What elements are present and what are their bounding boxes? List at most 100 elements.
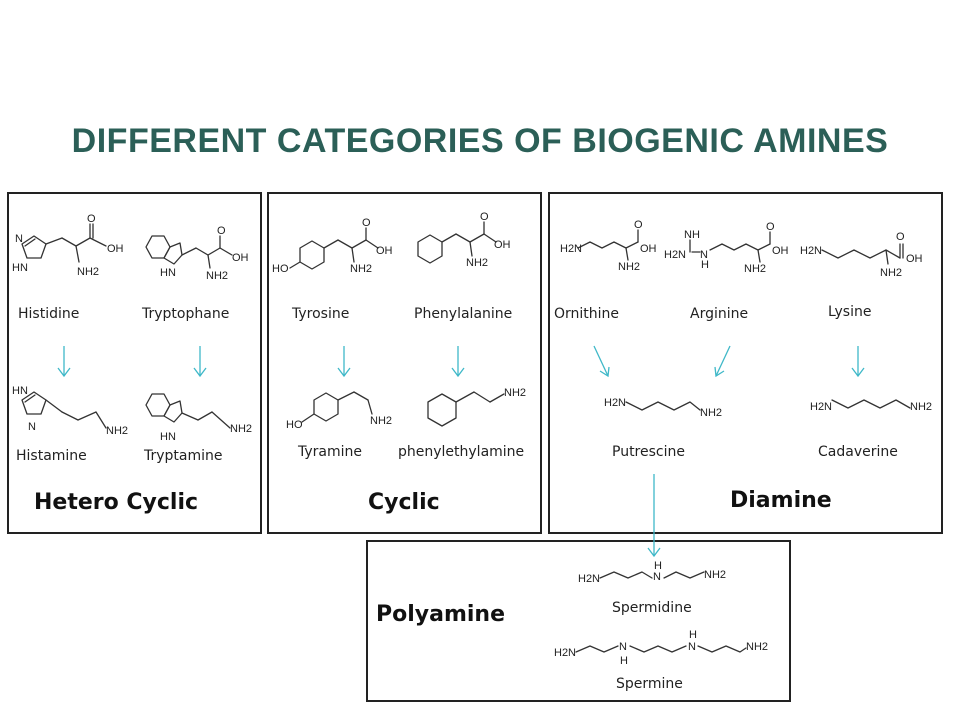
atom-label: HN [12, 262, 28, 274]
lysine-structure: H2N O OH NH2 [800, 231, 923, 279]
label-tyrosine: Tyrosine [292, 306, 350, 322]
category-polyamine: Polyamine [376, 602, 506, 627]
atom-label: NH2 [466, 257, 488, 269]
arrow-tyrosine-to-tyramine [337, 346, 351, 378]
tryptamine-structure: HN NH2 [145, 393, 252, 443]
arrow-arginine-to-putrescine [714, 345, 731, 378]
label-tryptophane: Tryptophane [142, 306, 230, 322]
atom-label: HO [272, 263, 289, 275]
arrow-lysine-to-cadaverine [851, 346, 865, 378]
atom-label: H [654, 560, 662, 572]
arginine-structure: NH H2N N H O OH NH2 [664, 221, 789, 275]
label-putrescine: Putrescine [612, 444, 685, 460]
putrescine-structure: H2N NH2 [604, 397, 722, 419]
atom-label: N [28, 421, 36, 433]
atom-label: H2N [560, 243, 582, 255]
atom-label: OH [772, 245, 789, 257]
atom-label: H [620, 655, 628, 667]
atom-label: O [480, 211, 489, 223]
atom-label: H [701, 259, 709, 271]
atom-label: HO [286, 419, 303, 431]
arrow-tryptophane-to-tryptamine [193, 346, 207, 378]
atom-label: HN [160, 267, 176, 279]
atom-label: O [217, 225, 226, 237]
atom-label: NH2 [350, 263, 372, 275]
page-title: DIFFERENT CATEGORIES OF BIOGENIC AMINES [71, 122, 889, 160]
atom-label: OH [494, 239, 511, 251]
category-diamine: Diamine [730, 488, 832, 513]
category-hetero-cyclic: Hetero Cyclic [34, 490, 199, 515]
phenylalanine-structure: O OH NH2 [417, 211, 511, 269]
label-histamine: Histamine [16, 448, 87, 464]
atom-label: NH2 [230, 423, 252, 435]
label-phenylethylamine: phenylethylamine [398, 444, 525, 460]
histidine-structure: O OH NH2 N HN [12, 213, 124, 278]
atom-label: H2N [604, 397, 626, 409]
spermine-structure: H2N N H N H NH2 [554, 629, 768, 667]
atom-label: NH2 [700, 407, 722, 419]
arrow-ornithine-to-putrescine [593, 345, 610, 378]
atom-label: OH [640, 243, 657, 255]
atom-label: NH2 [106, 425, 128, 437]
arrow-histidine-to-histamine [57, 346, 71, 378]
label-lysine: Lysine [828, 304, 872, 320]
atom-label: N [688, 641, 696, 653]
atom-label: H2N [810, 401, 832, 413]
arrow-putrescine-to-spermidine [647, 474, 661, 558]
atom-label: O [896, 231, 905, 243]
atom-label: N [653, 571, 661, 583]
atom-label: OH [107, 243, 124, 255]
atom-label: H2N [664, 249, 686, 261]
tryptophane-structure: O OH NH2 HN [145, 225, 249, 282]
atom-label: H [689, 629, 697, 641]
atom-label: H2N [554, 647, 576, 659]
atom-label: OH [906, 253, 923, 265]
label-spermidine: Spermidine [612, 600, 692, 616]
atom-label: NH2 [618, 261, 640, 273]
label-ornithine: Ornithine [554, 306, 620, 322]
atom-label: NH2 [77, 266, 99, 278]
atom-label: N [619, 641, 627, 653]
atom-label: NH [684, 229, 700, 241]
atom-label: NH2 [910, 401, 932, 413]
tyrosine-structure: HO O OH NH2 [272, 217, 393, 275]
label-histidine: Histidine [18, 306, 80, 322]
panel-diamine [548, 192, 943, 534]
atom-label: HN [12, 385, 28, 397]
atom-label: O [87, 213, 96, 225]
tyramine-structure: HO NH2 [286, 391, 392, 431]
atom-label: HN [160, 431, 176, 443]
cadaverine-structure: H2N NH2 [810, 399, 932, 413]
label-arginine: Arginine [690, 306, 749, 322]
arrow-phenylalanine-to-phenylethylamine [451, 346, 465, 378]
label-tryptamine: Tryptamine [144, 448, 223, 464]
label-phenylalanine: Phenylalanine [414, 306, 513, 322]
atom-label: NH2 [880, 267, 902, 279]
label-cadaverine: Cadaverine [818, 444, 898, 460]
atom-label: NH2 [746, 641, 768, 653]
atom-label: NH2 [504, 387, 526, 399]
atom-label: OH [232, 252, 249, 264]
atom-label: NH2 [744, 263, 766, 275]
atom-label: N [700, 249, 708, 261]
atom-label: H2N [578, 573, 600, 585]
conversion-arrows [57, 345, 865, 558]
atom-label: O [766, 221, 775, 233]
spermidine-structure: H2N N H NH2 [578, 560, 726, 585]
panel-cyclic [267, 192, 542, 534]
label-tyramine: Tyramine [298, 444, 363, 460]
atom-label: NH2 [370, 415, 392, 427]
atom-label: H2N [800, 245, 822, 257]
atom-label: OH [376, 245, 393, 257]
atom-label: O [362, 217, 371, 229]
atom-label: NH2 [704, 569, 726, 581]
phenylethylamine-structure: NH2 [427, 387, 526, 427]
label-spermine: Spermine [616, 676, 683, 692]
histamine-structure: HN N NH2 [12, 385, 128, 437]
category-cyclic: Cyclic [368, 490, 440, 515]
atom-label: N [15, 233, 23, 245]
atom-label: NH2 [206, 270, 228, 282]
ornithine-structure: H2N O OH NH2 [560, 219, 657, 273]
atom-label: O [634, 219, 643, 231]
